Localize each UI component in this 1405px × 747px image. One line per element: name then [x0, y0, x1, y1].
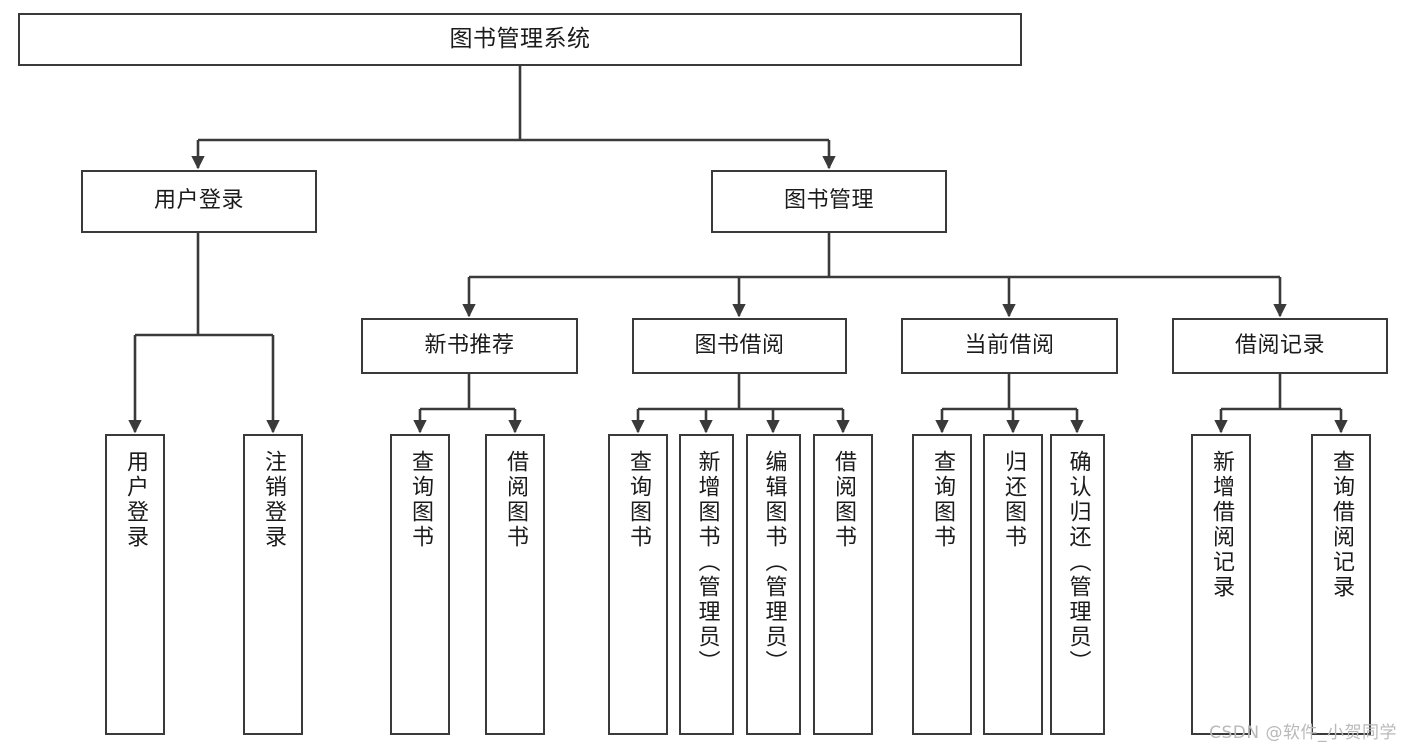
node-leaf-user-login-label: 用户登录: [122, 450, 148, 550]
node-leaf-return-book-label: 归还图书: [1000, 450, 1026, 550]
node-leaf-edit-book[interactable]: 编辑图书（管理员）: [746, 434, 801, 735]
node-leaf-return-book[interactable]: 归还图书: [983, 434, 1043, 735]
node-leaf-add-borrow-record[interactable]: 新增借阅记录: [1191, 434, 1251, 735]
node-leaf-confirm-return-label: 确认归还（管理员）: [1065, 450, 1091, 675]
node-leaf-query-book-3[interactable]: 查询图书: [912, 434, 972, 735]
node-leaf-add-book[interactable]: 新增图书（管理员）: [679, 434, 734, 735]
node-leaf-add-borrow-record-label: 新增借阅记录: [1208, 450, 1234, 600]
watermark: CSDN @软件_小贺同学: [1209, 723, 1397, 743]
node-current-borrow-label: 当前借阅: [964, 332, 1055, 358]
node-leaf-borrow-book-2[interactable]: 借阅图书: [813, 434, 873, 735]
node-leaf-logout-label: 注销登录: [260, 450, 286, 550]
node-user-login-label: 用户登录: [153, 188, 244, 214]
node-leaf-logout[interactable]: 注销登录: [243, 434, 303, 735]
node-book-borrow-label: 图书借阅: [694, 332, 785, 358]
node-leaf-user-login[interactable]: 用户登录: [105, 434, 165, 735]
node-borrow-record-label: 借阅记录: [1234, 332, 1325, 358]
node-book-borrow[interactable]: 图书借阅: [632, 318, 847, 374]
node-new-book-recommend-label: 新书推荐: [424, 332, 515, 358]
node-leaf-query-book-1-label: 查询图书: [407, 450, 433, 550]
node-user-login[interactable]: 用户登录: [81, 170, 317, 233]
node-leaf-borrow-book-1-label: 借阅图书: [502, 450, 528, 550]
node-leaf-borrow-book-1[interactable]: 借阅图书: [485, 434, 545, 735]
node-root-label: 图书管理系统: [449, 25, 591, 52]
node-leaf-borrow-book-2-label: 借阅图书: [830, 450, 856, 550]
node-book-management[interactable]: 图书管理: [711, 170, 947, 233]
node-leaf-query-book-3-label: 查询图书: [929, 450, 955, 550]
node-book-management-label: 图书管理: [783, 188, 874, 214]
node-leaf-confirm-return[interactable]: 确认归还（管理员）: [1050, 434, 1105, 735]
node-borrow-record[interactable]: 借阅记录: [1172, 318, 1388, 374]
node-new-book-recommend[interactable]: 新书推荐: [361, 318, 578, 374]
node-leaf-add-book-label: 新增图书（管理员）: [694, 450, 720, 675]
node-leaf-query-book-1[interactable]: 查询图书: [390, 434, 450, 735]
node-leaf-query-book-2-label: 查询图书: [625, 450, 651, 550]
node-leaf-query-book-2[interactable]: 查询图书: [608, 434, 668, 735]
node-current-borrow[interactable]: 当前借阅: [901, 318, 1118, 374]
node-leaf-query-borrow-record[interactable]: 查询借阅记录: [1311, 434, 1371, 735]
node-root[interactable]: 图书管理系统: [18, 13, 1022, 66]
node-leaf-edit-book-label: 编辑图书（管理员）: [761, 450, 787, 675]
node-leaf-query-borrow-record-label: 查询借阅记录: [1328, 450, 1354, 600]
